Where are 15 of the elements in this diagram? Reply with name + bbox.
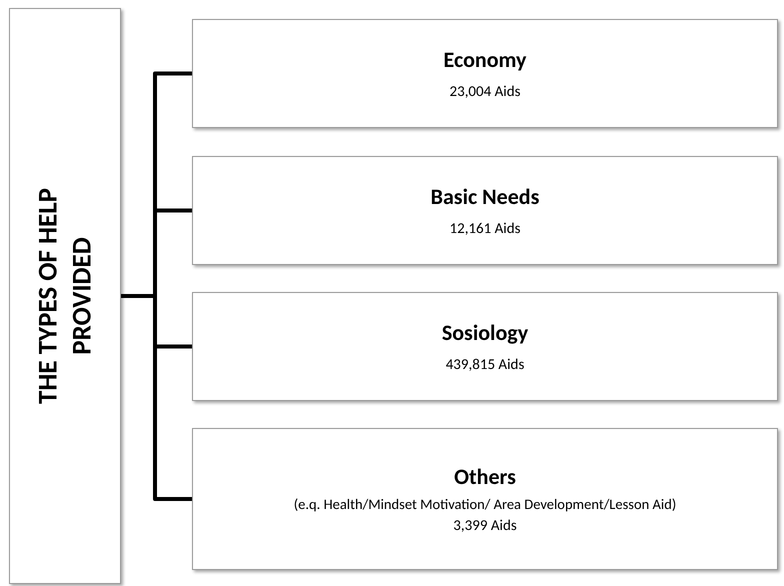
type-box bbox=[192, 428, 778, 570]
vertical-title: THE TYPES OF HELP PROVIDED bbox=[31, 187, 99, 406]
aid-count: 439,815 Aids bbox=[446, 356, 524, 374]
type-heading: Sosiology bbox=[442, 319, 528, 346]
type-description: (e.q. Health/Mindset Motivation/ Area Development/Lesson Aid) bbox=[292, 496, 678, 514]
type-box bbox=[192, 292, 778, 401]
type-box bbox=[192, 19, 778, 128]
aid-count: 3,399 Aids bbox=[453, 517, 517, 536]
category-box bbox=[9, 8, 121, 584]
aid-count: 12,161 Aids bbox=[449, 220, 520, 238]
type-heading: Economy bbox=[444, 46, 526, 73]
type-heading: Basic Needs bbox=[430, 183, 540, 210]
type-heading: Others bbox=[454, 462, 516, 490]
aid-count: 23,004 Aids bbox=[449, 83, 520, 101]
type-box bbox=[192, 156, 778, 265]
